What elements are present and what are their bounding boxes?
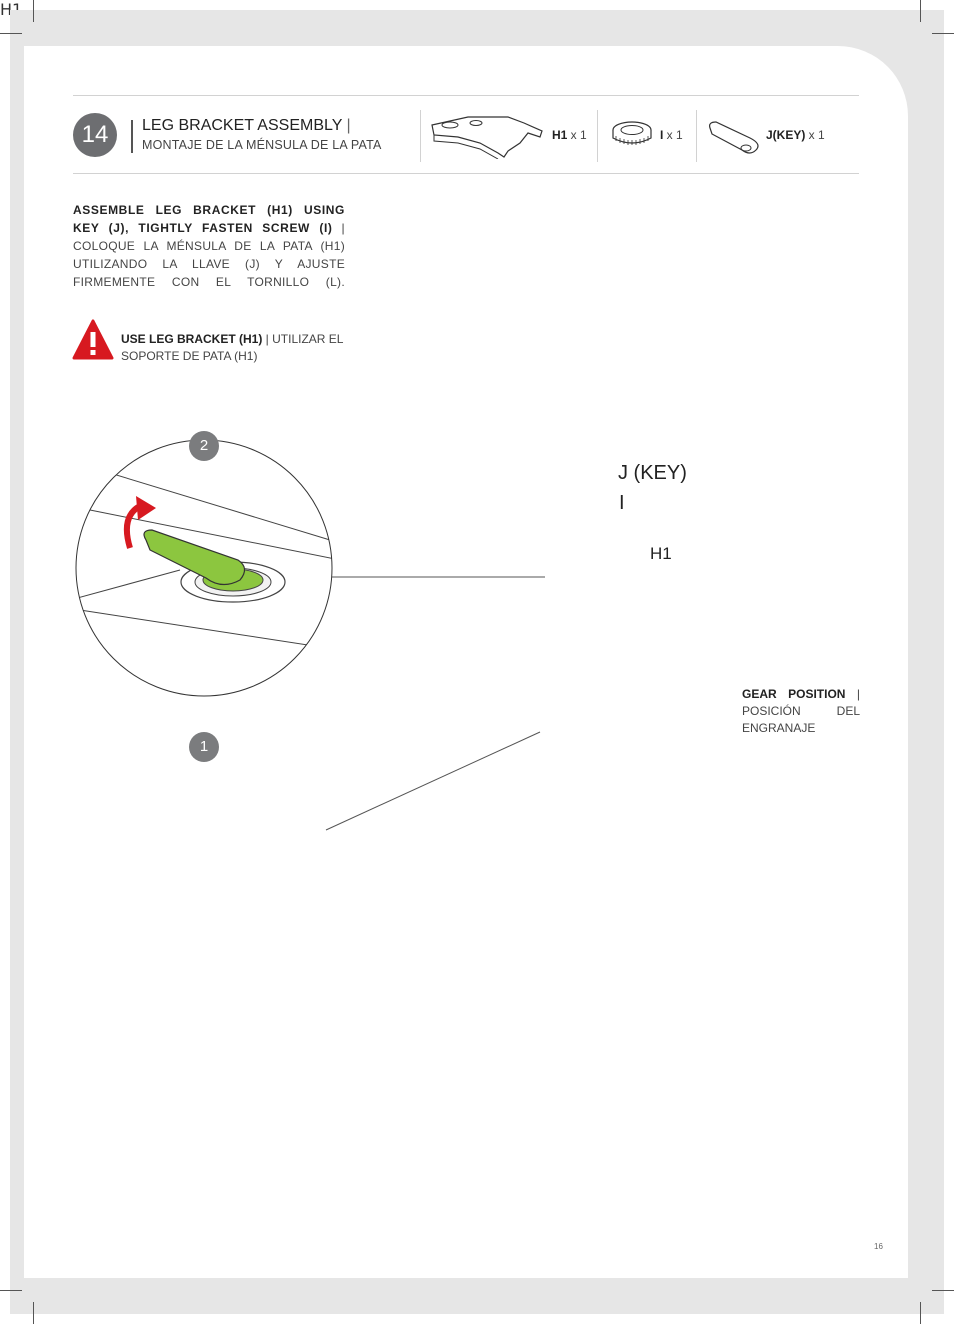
bracket-h1-callout: H1 [650,544,672,563]
crop-mark [0,1290,22,1291]
title-divider [131,120,133,153]
page-number: 16 [874,1242,883,1251]
crop-mark [932,1290,954,1291]
step-title: LEG BRACKET ASSEMBLY | [142,117,351,134]
detail-badge-2: 2 [189,431,219,461]
header-bottom-rule [73,173,859,174]
parts-divider [597,110,598,162]
warning-text: USE LEG BRACKET (H1) | UTILIZAR EL SOPOR… [121,332,344,363]
crop-mark [33,0,34,22]
gear-position-note: GEAR POSITION | POSICIÓN DEL ENGRANAJE [742,687,861,735]
step-subtitle: MONTAJE DE LA MÉNSULA DE LA PATA [142,138,382,152]
crop-mark [932,33,954,34]
part-j-label: J(KEY) x 1 [766,128,825,142]
step-number: 14 [73,113,117,157]
key-j-thumbnail [709,121,759,154]
parts-divider [420,110,421,162]
assembly-illustration [75,439,545,831]
warning-icon [72,319,114,360]
key-j-callout: J (KEY) [618,462,687,484]
bracket-h1-thumbnail [431,116,543,159]
crop-mark [920,0,921,22]
detail-badge-1: 1 [189,732,219,762]
part-i-label: I x 1 [660,128,683,142]
screw-i-thumbnail [612,121,652,145]
part-h1-label: H1 x 1 [552,128,587,142]
detail-view-2 [75,439,333,697]
parts-divider [696,110,697,162]
header-top-rule [73,95,859,96]
crop-mark [0,33,22,34]
crop-mark [33,1302,34,1324]
step-instructions: ASSEMBLE LEG BRACKET (H1) USING KEY (J),… [73,203,345,289]
crop-mark [920,1302,921,1324]
screw-i-callout: I [619,492,625,514]
